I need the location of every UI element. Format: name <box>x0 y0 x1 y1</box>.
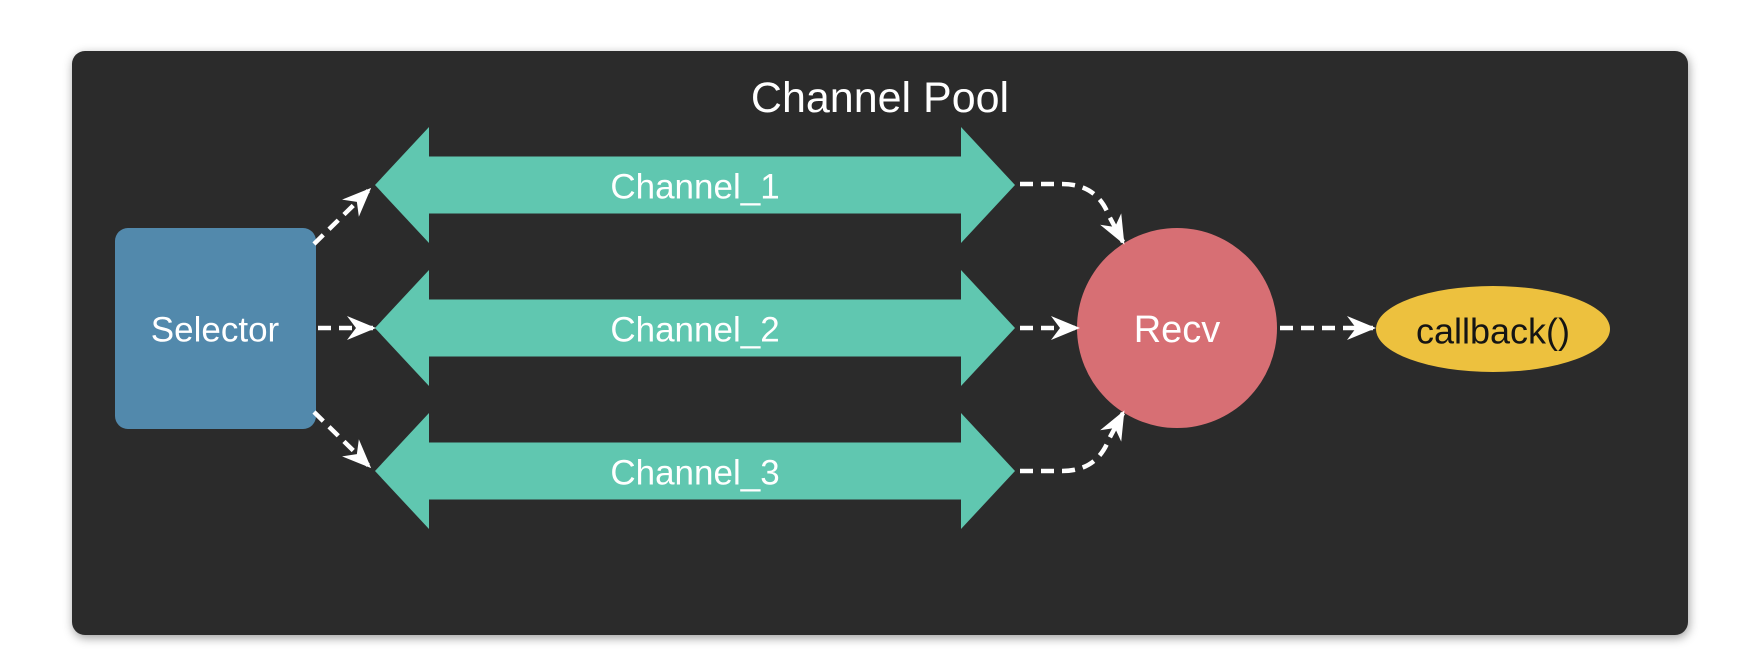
selector-to-channel-1-connector <box>312 187 372 246</box>
selector-to-channel-3-connector <box>312 410 372 469</box>
recv-node <box>1077 228 1277 428</box>
callback-node <box>1376 286 1610 372</box>
channel-3-to-recv-connector <box>1020 410 1125 474</box>
channel-1-label: Channel_1 <box>610 168 779 207</box>
selector-label: Selector <box>151 311 280 350</box>
recv-label: Recv <box>1134 309 1221 351</box>
callback-label: callback() <box>1416 311 1570 352</box>
selector-node <box>115 228 316 429</box>
panel-title: Channel Pool <box>751 74 1009 122</box>
channel-1-to-recv-connector <box>1020 181 1125 245</box>
channel-3-label: Channel_3 <box>610 454 779 493</box>
channel-1-arrow <box>375 127 1015 243</box>
channel-3-arrow <box>375 413 1015 529</box>
channel-2-arrow <box>375 270 1015 386</box>
channel-2-label: Channel_2 <box>610 311 779 350</box>
